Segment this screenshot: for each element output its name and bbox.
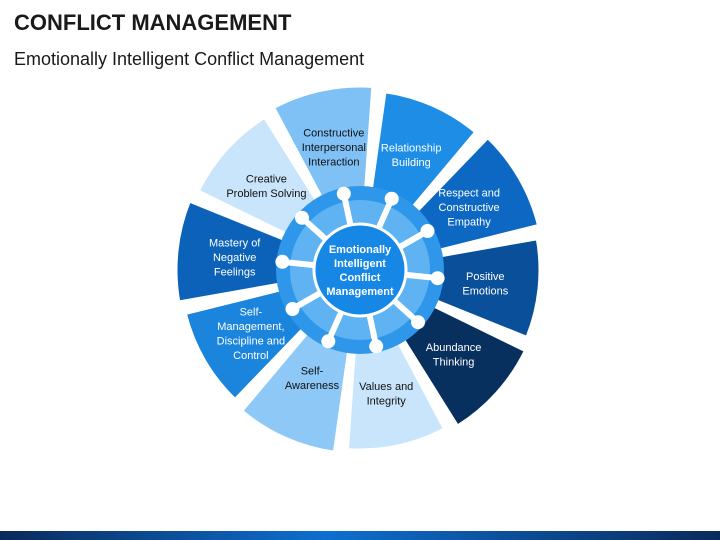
connector-2 xyxy=(395,230,428,251)
segment-label-line: Awareness xyxy=(285,380,340,392)
segment-label-line: Constructive xyxy=(439,202,500,214)
segment-label-line: Interaction xyxy=(308,156,359,168)
connector-10 xyxy=(341,194,354,230)
connector-knob-1 xyxy=(384,191,399,206)
page-subtitle: Emotionally Intelligent Conflict Managem… xyxy=(14,49,365,69)
connector-knob-10 xyxy=(336,186,351,201)
segment-label-line: Building xyxy=(392,157,431,169)
segment-label-line: Problem Solving xyxy=(226,188,306,200)
connector-5 xyxy=(366,310,379,346)
segment-label-line: Integrity xyxy=(367,396,407,408)
segment-label-line: Self- xyxy=(240,306,263,318)
segment-label-line: Values and xyxy=(359,381,413,393)
connector-knob-3 xyxy=(430,271,445,286)
segment-label-line: Mastery of xyxy=(209,237,261,249)
center-label-line: Emotionally xyxy=(329,244,392,256)
center-label-line: Intelligent xyxy=(334,258,386,270)
connector-4 xyxy=(389,296,418,323)
connector-1 xyxy=(374,199,394,233)
segment-label-line: Management, xyxy=(217,321,284,333)
segment-label-line: Positive xyxy=(466,271,505,283)
connector-knob-6 xyxy=(321,334,336,349)
connector-knob-5 xyxy=(369,339,384,354)
segment-label-line: Negative xyxy=(213,252,256,264)
footer-bar xyxy=(0,531,720,540)
connector-knob-2 xyxy=(420,224,435,238)
segment-label-line: Constructive xyxy=(303,127,364,139)
connector-knob-4 xyxy=(411,315,425,330)
connector-knob-8 xyxy=(275,254,290,269)
connector-7 xyxy=(292,289,325,310)
segment-label-line: Thinking xyxy=(433,357,475,369)
page-title: CONFLICT MANAGEMENT xyxy=(14,10,292,35)
center-label-line: Conflict xyxy=(340,272,381,284)
segment-label-line: Feelings xyxy=(214,266,256,278)
segment-label-line: Control xyxy=(233,350,268,362)
connector-knob-7 xyxy=(285,302,300,316)
segment-label-line: Interpersonal xyxy=(302,142,366,154)
segment-label-line: Creative xyxy=(246,173,287,185)
connector-9 xyxy=(302,217,331,244)
segment-label-line: Self- xyxy=(301,366,324,378)
segment-label-line: Respect and xyxy=(438,188,500,200)
segment-label-line: Abundance xyxy=(426,342,482,354)
center-label-line: Management xyxy=(326,286,394,298)
center-hub xyxy=(312,222,408,318)
segment-label-line: Discipline and xyxy=(217,335,285,347)
connector-knob-9 xyxy=(295,210,309,225)
segment-label-line: Empathy xyxy=(447,217,491,229)
segment-label-6: Self- Awareness xyxy=(285,366,340,393)
segment-label-line: Emotions xyxy=(462,285,508,297)
connector-8 xyxy=(283,259,320,269)
connector-3 xyxy=(400,271,437,281)
segment-label-line: Relationship xyxy=(381,143,442,155)
connector-6 xyxy=(326,307,346,341)
